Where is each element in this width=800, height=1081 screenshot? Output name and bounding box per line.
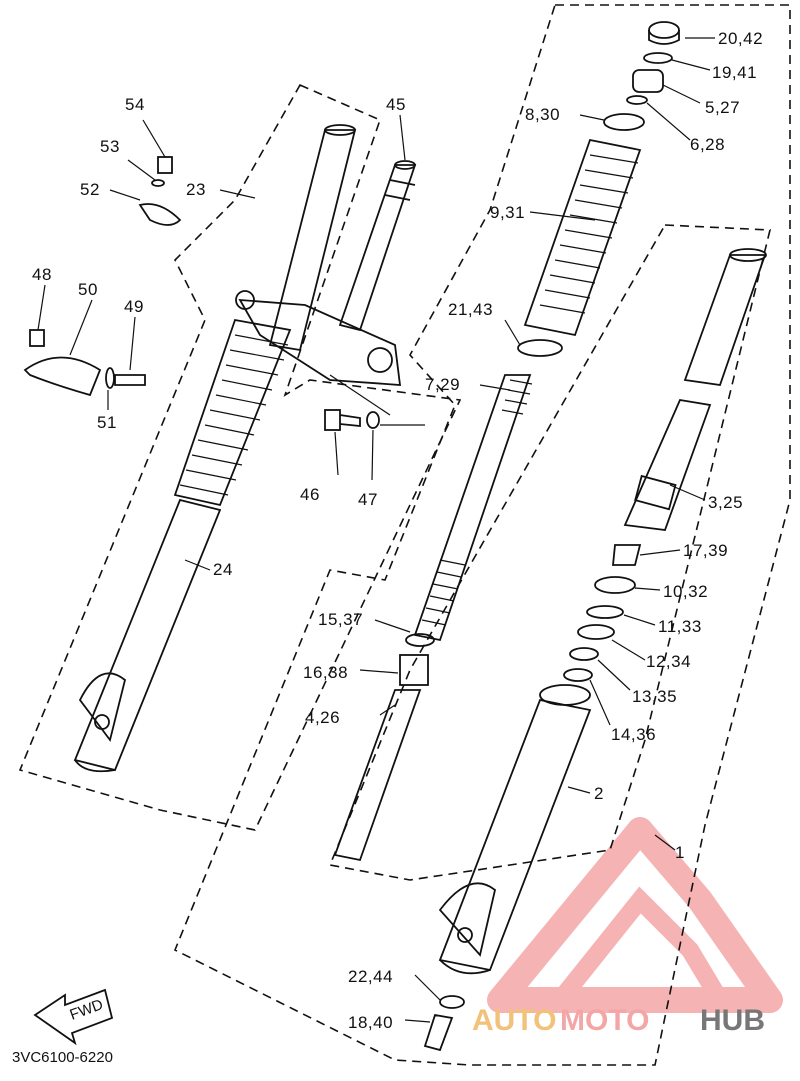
bolt-and-washer: [324, 409, 380, 431]
label-11-33: 11,33: [658, 617, 702, 636]
label-20-42: 20,42: [718, 29, 763, 48]
boot-clamp: [517, 339, 563, 357]
label-51: 51: [97, 413, 117, 432]
label-6-28: 6,28: [690, 135, 725, 154]
label-18-40: 18,40: [348, 1013, 393, 1032]
label-45: 45: [386, 95, 406, 114]
watermark-text: AUTO MOTO HUB: [472, 1004, 765, 1037]
label-2: 2: [594, 784, 604, 803]
label-8-30: 8,30: [525, 105, 560, 124]
leader-lines: [37, 37, 715, 1023]
label-7-29: 7,29: [425, 375, 460, 394]
label-23: 23: [186, 180, 206, 199]
label-14-36: 14,36: [611, 725, 656, 744]
piston-rod: [333, 633, 435, 862]
label-49: 49: [124, 297, 144, 316]
fwd-label: FWD: [68, 996, 106, 1024]
right-fork-boot: [523, 138, 642, 337]
label-46: 46: [300, 485, 320, 504]
label-12-34: 12,34: [646, 652, 691, 671]
damper-rod: [413, 374, 533, 642]
label-24: 24: [213, 560, 233, 579]
label-15-37: 15,37: [318, 610, 363, 629]
label-1: 1: [675, 843, 685, 862]
inner-tube: [623, 248, 767, 531]
part-labels: 20,42 19,41 5,27 8,30 6,28 9,31 21,43 7,…: [32, 29, 763, 1032]
watermark-auto: AUTO: [472, 1004, 556, 1037]
label-3-25: 3,25: [708, 493, 743, 512]
label-21-43: 21,43: [448, 300, 493, 319]
label-48: 48: [32, 265, 52, 284]
label-17-39: 17,39: [683, 541, 728, 560]
dashed-outlines: [18, 4, 791, 1066]
fork-guard-parts: [23, 156, 182, 397]
label-10-32: 10,32: [663, 582, 708, 601]
watermark-logo: [487, 817, 783, 1013]
bottom-bolt: [423, 995, 465, 1052]
watermark-hub: HUB: [700, 1004, 765, 1037]
label-50: 50: [78, 280, 98, 299]
seal-stack: [563, 544, 642, 682]
label-47: 47: [358, 490, 378, 509]
label-9-31: 9,31: [490, 203, 525, 222]
label-54: 54: [125, 95, 145, 114]
label-4-26: 4,26: [305, 708, 340, 727]
watermark-moto: MOTO: [560, 1004, 649, 1037]
left-fork-assembly: [73, 124, 417, 773]
label-5-27: 5,27: [705, 98, 740, 117]
fwd-arrow-icon: FWD: [33, 988, 114, 1046]
label-19-41: 19,41: [712, 63, 757, 82]
left-fork-boot: [173, 318, 292, 507]
right-top-components: [603, 21, 680, 131]
diagram-code: 3VC6100-6220: [12, 1049, 113, 1066]
label-53: 53: [100, 137, 120, 156]
label-22-44: 22,44: [348, 967, 393, 986]
label-16-38: 16,38: [303, 663, 348, 682]
outer-tube: [438, 684, 592, 975]
label-52: 52: [80, 180, 100, 199]
label-13-35: 13,35: [632, 687, 677, 706]
